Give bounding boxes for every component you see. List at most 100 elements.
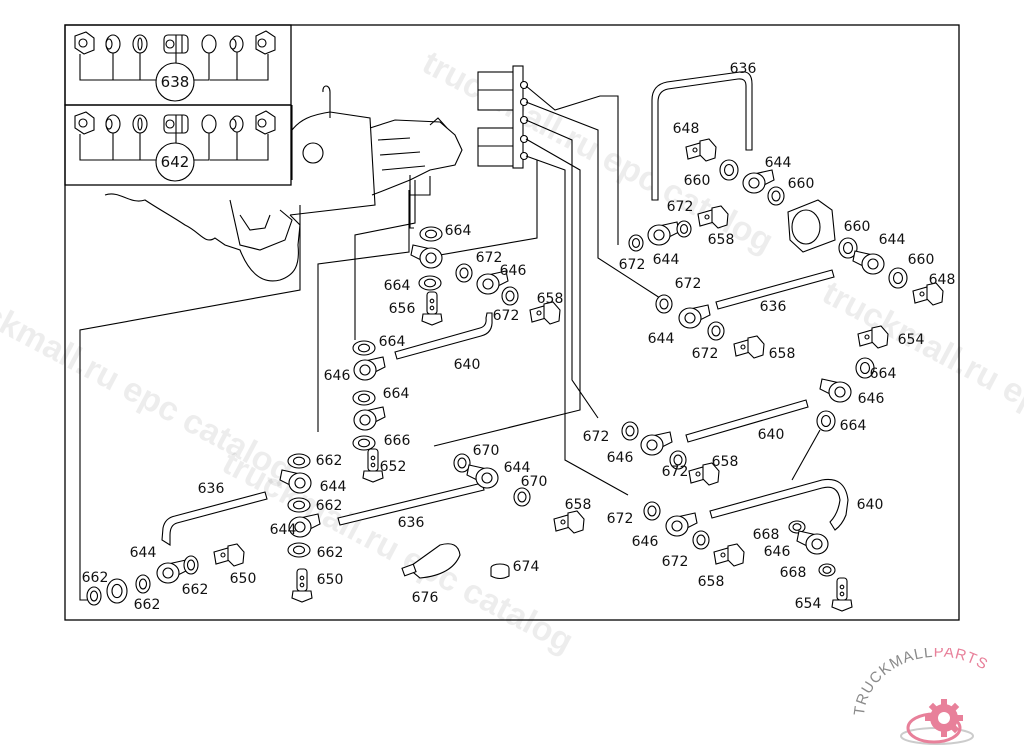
callout-label-672[interactable]: 672 (619, 257, 646, 273)
callout-label-672[interactable]: 672 (607, 511, 634, 527)
callout-label-658[interactable]: 658 (698, 574, 725, 590)
callout-label-636[interactable]: 636 (730, 61, 757, 77)
callout-label-644[interactable]: 644 (653, 252, 680, 268)
washer-icon (655, 294, 673, 314)
washer-icon (513, 487, 531, 507)
callout-label-660[interactable]: 660 (908, 252, 935, 268)
callout-label-640[interactable]: 640 (454, 357, 481, 373)
callout-label-646[interactable]: 646 (764, 544, 791, 560)
hex-nut-icon (255, 30, 276, 55)
banjo-fitting-icon (476, 270, 509, 295)
hex-nut-icon (255, 110, 276, 135)
banjo-bolt-icon (831, 577, 853, 612)
kit-box-638[interactable]: 638 (64, 24, 292, 106)
callout-label-650[interactable]: 650 (317, 572, 344, 588)
callout-label-664[interactable]: 664 (840, 418, 867, 434)
callout-label-672[interactable]: 672 (662, 554, 689, 570)
banjo-fitting-icon (742, 169, 775, 194)
banjo-fitting-icon (279, 469, 312, 494)
kit-box-642[interactable]: 642 (64, 104, 292, 186)
callout-label-644[interactable]: 644 (320, 479, 347, 495)
callout-label-654[interactable]: 654 (898, 332, 925, 348)
callout-label-670[interactable]: 670 (473, 443, 500, 459)
callout-label-646[interactable]: 646 (500, 263, 527, 279)
banjo-fitting-icon (156, 559, 189, 584)
ring-icon (132, 114, 148, 134)
callout-label-636[interactable]: 636 (398, 515, 425, 531)
banjo-bolt-icon (291, 568, 313, 603)
banjo-fitting-icon (665, 512, 698, 537)
callout-label-658[interactable]: 658 (565, 497, 592, 513)
callout-label-636[interactable]: 636 (760, 299, 787, 315)
callout-label-662[interactable]: 662 (316, 453, 343, 469)
callout-label-636[interactable]: 636 (198, 481, 225, 497)
washer-icon (418, 275, 442, 291)
callout-label-646[interactable]: 646 (324, 368, 351, 384)
callout-label-672[interactable]: 672 (493, 308, 520, 324)
callout-label-676[interactable]: 676 (412, 590, 439, 606)
callout-label-658[interactable]: 658 (769, 346, 796, 362)
callout-label-644[interactable]: 644 (765, 155, 792, 171)
washer-icon (621, 421, 639, 441)
callout-label-662[interactable]: 662 (134, 597, 161, 613)
callout-label-644[interactable]: 644 (648, 331, 675, 347)
callout-label-672[interactable]: 672 (583, 429, 610, 445)
callout-label-672[interactable]: 672 (692, 346, 719, 362)
callout-label-672[interactable]: 672 (662, 464, 689, 480)
cable-tie-icon (401, 543, 461, 579)
leader-lines (79, 85, 821, 601)
pipe-636-right (715, 269, 835, 310)
callout-label-660[interactable]: 660 (844, 219, 871, 235)
banjo-bolt-icon (857, 325, 889, 349)
callout-label-654[interactable]: 654 (795, 596, 822, 612)
washer-icon (287, 542, 311, 558)
callout-label-648[interactable]: 648 (673, 121, 700, 137)
banjo-fitting-icon (410, 244, 443, 269)
callout-label-648[interactable]: 648 (929, 272, 956, 288)
callout-label-662[interactable]: 662 (317, 545, 344, 561)
callout-label-664[interactable]: 664 (445, 223, 472, 239)
callout-label-672[interactable]: 672 (675, 276, 702, 292)
callout-label-658[interactable]: 658 (537, 291, 564, 307)
callout-label-664[interactable]: 664 (383, 386, 410, 402)
callout-label-646[interactable]: 646 (607, 450, 634, 466)
washer-icon (855, 357, 875, 379)
callout-label-644[interactable]: 644 (270, 522, 297, 538)
callout-label-640[interactable]: 640 (857, 497, 884, 513)
washer-icon (692, 530, 710, 550)
banjo-fitting-icon (796, 530, 829, 555)
washer-icon (643, 501, 661, 521)
callout-label-674[interactable]: 674 (513, 559, 540, 575)
callout-label-662[interactable]: 662 (82, 570, 109, 586)
callout-label-664[interactable]: 664 (870, 366, 897, 382)
callout-label-662[interactable]: 662 (316, 498, 343, 514)
callout-label-662[interactable]: 662 (182, 582, 209, 598)
callout-label-660[interactable]: 660 (684, 173, 711, 189)
callout-label-660[interactable]: 660 (788, 176, 815, 192)
callout-label-658[interactable]: 658 (708, 232, 735, 248)
callout-label-650[interactable]: 650 (230, 571, 257, 587)
washer-icon (707, 321, 725, 341)
callout-label-666[interactable]: 666 (384, 433, 411, 449)
callout-label-644[interactable]: 644 (130, 545, 157, 561)
callout-label-656[interactable]: 656 (389, 301, 416, 317)
banjo-fitting-icon (466, 464, 499, 489)
callout-label-644[interactable]: 644 (504, 460, 531, 476)
callout-label-658[interactable]: 658 (712, 454, 739, 470)
callout-label-640[interactable]: 640 (758, 427, 785, 443)
callout-label-646[interactable]: 646 (632, 534, 659, 550)
callout-label-644[interactable]: 644 (879, 232, 906, 248)
banjo-bolt-icon (213, 543, 245, 567)
callout-label-672[interactable]: 672 (667, 199, 694, 215)
callout-label-652[interactable]: 652 (380, 459, 407, 475)
callout-label-646[interactable]: 646 (858, 391, 885, 407)
callout-label-672[interactable]: 672 (476, 250, 503, 266)
callout-label-668[interactable]: 668 (780, 565, 807, 581)
banjo-bolt-icon (553, 510, 585, 534)
callout-label-668[interactable]: 668 (753, 527, 780, 543)
callout-label-664[interactable]: 664 (384, 278, 411, 294)
callout-label-670[interactable]: 670 (521, 474, 548, 490)
ring-icon (201, 34, 217, 54)
callout-label-664[interactable]: 664 (379, 334, 406, 350)
